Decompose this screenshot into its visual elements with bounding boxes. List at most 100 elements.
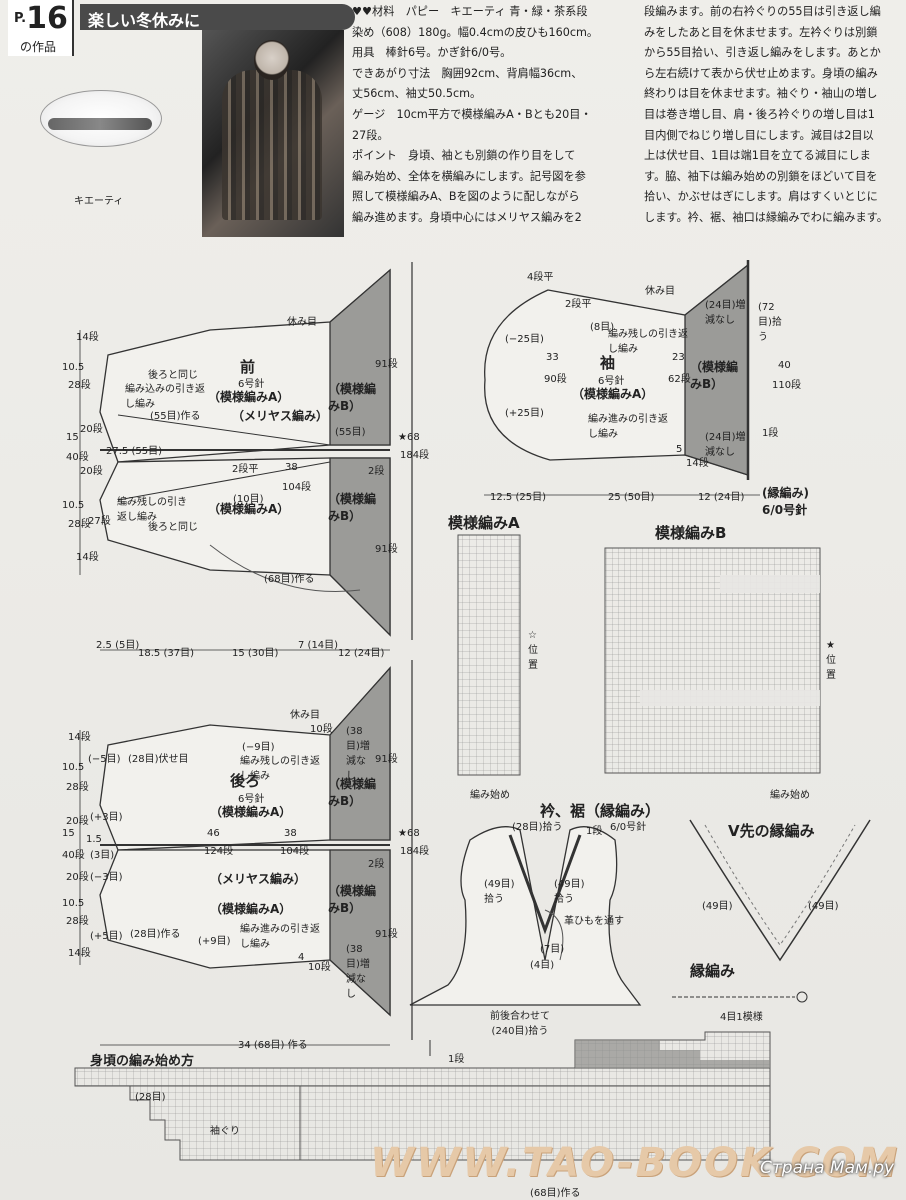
page-number-box <box>8 0 74 56</box>
back-v105b: 10.5 <box>62 898 85 909</box>
front-184: 184段 <box>400 450 430 461</box>
pattern-b-chart <box>604 547 821 774</box>
back-10-upper: 10段 <box>310 724 333 735</box>
back-st28a: (28目)伏せ目 <box>128 754 189 765</box>
back-46: 46 <box>207 828 220 839</box>
materials-block: ♥♥材料 パピー キエーティ 青・緑・茶系段 染め（608）180g。幅0.4c… <box>352 2 598 229</box>
collar-pick49b: (49目)拾う <box>554 879 585 905</box>
sleeve-m25: (−25目) <box>505 334 544 345</box>
front-st55: (55目)作る <box>150 411 201 422</box>
sleeve-24a: (24目)増減なし <box>705 300 746 326</box>
front-rest-label: 休み目 <box>287 317 317 328</box>
edge-title: 縁編み <box>690 962 736 980</box>
front-pattern-a: （模様編みA） <box>208 390 290 404</box>
instruction-line: みをしたあと目を休ませます。左衿ぐりは別鎖 <box>644 25 878 39</box>
back-10-lower: 10段 <box>308 962 331 973</box>
materials-line: 丈56cm、袖丈50.5cm。 <box>352 87 482 101</box>
collar-hem-diagram <box>409 826 642 1056</box>
sleeve-72: (72目)拾う <box>758 302 782 343</box>
back-piece-diagram <box>79 660 413 1046</box>
back-p5: (+5目) <box>90 931 123 942</box>
front-38: 38 <box>285 462 298 473</box>
sleeve-62: 62段 <box>668 374 691 385</box>
front-short-row: 編み込みの引き返し編み <box>125 384 205 410</box>
back-v20b: 20段 <box>66 872 89 883</box>
edge-stitch-diagram <box>672 991 808 1003</box>
back-91-upper: 91段 <box>375 754 398 765</box>
front-row2: 2段平 <box>232 464 259 475</box>
pattern-b-title: 模様編みB <box>655 524 727 542</box>
materials-line: 編み進めます。身頃中心にはメリヤス編みを2 <box>352 210 582 224</box>
back-stockinette: （メリヤス編み） <box>210 872 307 886</box>
collar-1-bottom: 1段 <box>448 1054 465 1065</box>
collar-1: 1段 <box>586 826 603 837</box>
pattern-b-start: 編み始め <box>770 790 810 801</box>
front-same-label2: 後ろと同じ <box>148 522 198 533</box>
front-v15: 15 <box>66 432 79 443</box>
sleeve-33: 33 <box>546 352 559 363</box>
back-needle: 6号針 <box>238 794 265 805</box>
sweater-image <box>222 70 322 220</box>
back-pattern-a-lower: （模様編みA） <box>210 902 292 916</box>
back-p3: (+3目) <box>90 812 123 823</box>
sleeve-8: (8目) <box>590 322 615 333</box>
materials-line: できあがり寸法 胸囲92cm、背肩幅36cm、 <box>352 66 583 80</box>
front-same-label: 後ろと同じ <box>148 370 198 381</box>
front-v20: 20段 <box>80 424 103 435</box>
back-m5: (−5目) <box>88 754 121 765</box>
sleeve-110: 110段 <box>772 380 802 391</box>
instruction-line: 上は伏せ目、1目は端1目を立てる減目にしま <box>644 149 871 163</box>
back-p3b: (3目) <box>90 850 115 861</box>
back-pattern-a: （模様編みA） <box>210 805 292 819</box>
front-275: 27.5 (55目) <box>106 446 162 457</box>
materials-line: ポイント 身頃、袖とも別鎖の作り目をして <box>352 149 576 163</box>
materials-line: 用具 棒針6号。かぎ針6/0号。 <box>352 46 512 60</box>
back-v105: 10.5 <box>62 762 85 773</box>
page-title: 楽しい冬休みに <box>88 11 201 30</box>
sleeve-rest: 休み目 <box>645 286 675 297</box>
materials-line: 編み始め、全体を横編みにします。記号図を参 <box>352 169 586 183</box>
collar-pick28: (28目)拾う <box>512 822 563 833</box>
front-piece-diagram <box>79 262 413 651</box>
front-v28b: 28段 <box>68 519 91 530</box>
front-v14b: 14段 <box>76 552 99 563</box>
front-pattern-b-upper: （模様編みB） <box>328 382 377 413</box>
body-start-chart <box>74 1031 771 1161</box>
back-short-row: 編み残しの引き返し編み <box>240 756 320 782</box>
back-184: 184段 <box>400 846 430 857</box>
body-start-title: 身頃の編み始め方 <box>90 1054 195 1069</box>
back-4: 4 <box>298 952 305 963</box>
sleeve-5: 5 <box>676 444 683 455</box>
front-v40: 40段 <box>66 452 89 463</box>
watermark-logo: WWW.TAO-BOOK.COM <box>370 1140 900 1186</box>
back-v28b: 28段 <box>66 916 89 927</box>
front-v27: 27段 <box>88 516 111 527</box>
instruction-line: ら左右続けて表から伏せ止めます。身頃の編み <box>644 66 878 80</box>
sleeve-short-row: 編み残しの引き返し編み <box>608 329 688 355</box>
front-v28: 28段 <box>68 380 91 391</box>
sleeve-needle: 6号針 <box>598 376 625 387</box>
sleeve-24b: (24目)増減なし <box>705 432 746 458</box>
pattern-a-start: 編み始め <box>470 790 510 801</box>
front-dim: 2.5 (5目) <box>96 640 140 651</box>
collar-pick49a: (49目)拾う <box>484 879 515 905</box>
page-number-suffix: の作品 <box>20 40 57 54</box>
back-v20: 20段 <box>66 816 89 827</box>
page-number: P.16 <box>14 1 68 36</box>
sleeve-pattern-a: （模様編みA） <box>572 387 654 401</box>
sleeve-title: 袖 <box>600 354 616 372</box>
instruction-line: す。脇、袖下は編み始めの別鎖をほどいて目を <box>644 169 878 183</box>
front-pattern-b-lower: （模様編みB） <box>328 492 377 523</box>
front-68: ★68 <box>398 432 420 443</box>
sleeve-short-row2: 編み進みの引き返し編み <box>588 414 668 440</box>
back-38c: (38目)増減なし <box>346 944 370 1000</box>
front-91-lower: 91段 <box>375 544 398 555</box>
back-124: 124段 <box>204 846 234 857</box>
sleeve-pattern-b: （模様編みB） <box>690 360 739 391</box>
materials-line: ゲージ 10cm平方で模様編みA・Bとも20目・ <box>352 107 592 121</box>
front-needle: 6号針 <box>238 379 265 390</box>
pattern-a-chart <box>457 534 521 776</box>
v-edge-diagram <box>689 819 871 962</box>
collar-pick240: 前後合わせて(240目)拾う <box>490 1011 550 1037</box>
materials-line: 照して模様編みA、Bを図のように配しながら <box>352 190 580 204</box>
